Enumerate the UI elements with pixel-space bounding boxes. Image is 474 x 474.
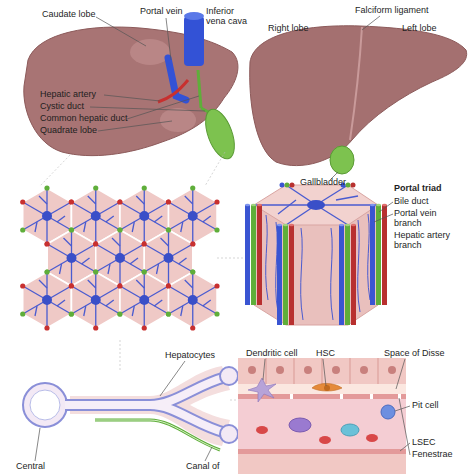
liver-inferior-view (24, 12, 240, 163)
hepatic-lobule (166, 269, 220, 330)
part-label: Gallbladder (300, 178, 346, 188)
part-label: Cystic duct (40, 102, 84, 112)
part-label: Left lobe (402, 24, 437, 34)
part-label: Common hepatic duct (40, 114, 128, 124)
part-label: Inferior vena cava (206, 7, 250, 27)
zoom-guides (40, 152, 250, 400)
portal-triad-vessels (277, 224, 294, 325)
part-label: Hepatocytes (165, 351, 215, 361)
hepatic-lobule (69, 269, 123, 330)
sinusoid-tissue (238, 358, 406, 474)
part-label: Pit cell (412, 401, 439, 411)
part-label: Portal triad (394, 184, 442, 194)
leader-lines (330, 16, 380, 180)
part-label: Caudate lobe (42, 10, 96, 20)
sinusoid-schematic (23, 366, 238, 450)
portal-triad-vessels (339, 224, 356, 325)
part-label: Bile duct (394, 197, 429, 207)
lobule-pattern (20, 185, 219, 330)
lobule-3d (245, 183, 387, 326)
hepatic-lobule (20, 269, 74, 330)
portal-triad-vessels (370, 204, 387, 305)
part-label: HSC (316, 349, 335, 359)
part-label: Portal vein branch (394, 209, 454, 229)
part-label: Quadrate lobe (40, 126, 97, 136)
part-label: Canal of (186, 462, 220, 472)
part-label: Right lobe (268, 24, 309, 34)
portal-triad-vessels (245, 204, 262, 305)
leader-lines (374, 202, 393, 222)
part-label: Hepatic artery (40, 90, 96, 100)
part-label: Dendritic cell (246, 349, 298, 359)
part-label: Hepatic artery branch (394, 231, 456, 251)
part-label: Space of Disse (384, 349, 445, 359)
leader-lines (35, 361, 212, 461)
part-label: Fenestrae (412, 450, 453, 460)
part-label: LSEC (412, 438, 436, 448)
part-label: Portal vein (140, 7, 183, 17)
part-label: Falciform ligament (355, 6, 429, 16)
leader-lines (263, 359, 410, 455)
part-label: Central (16, 462, 45, 472)
liver-anterior-view (250, 26, 467, 174)
hepatic-lobule (117, 269, 171, 330)
